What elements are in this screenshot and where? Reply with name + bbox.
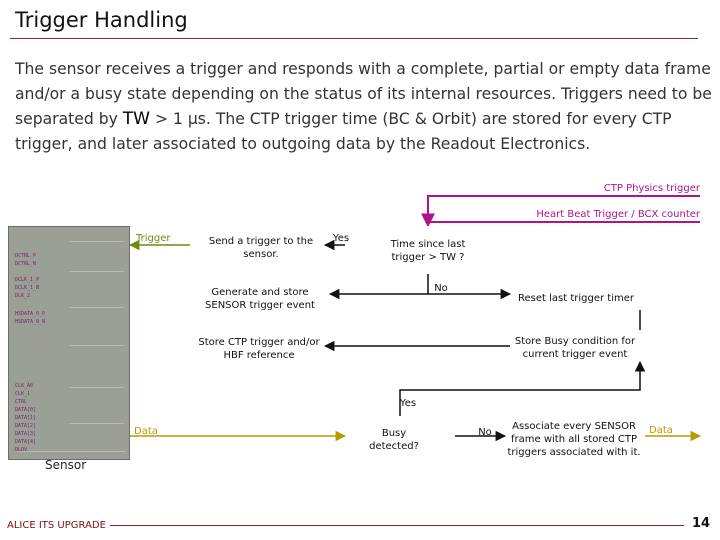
sensor-label: Sensor [45,458,87,472]
chip-trace [69,307,124,308]
chip-trace [69,345,124,346]
trigger-label: Trigger [136,233,171,244]
chip-pin: DATA[2] [15,423,37,429]
body-text-end: > 1 µs. The CTP trigger time (BC & Orbit… [15,110,672,153]
send-trigger-step: Send a trigger to the sensor. [208,236,314,260]
ctp-physics-label: CTP Physics trigger [603,183,700,194]
data-label-right: Data [649,425,673,436]
slide-title: Trigger Handling [15,8,188,32]
chip-pin: DATA[0] [15,407,37,413]
yes-busy-line [399,360,646,416]
store-ctp-step: Store CTP trigger and/or HBF reference [198,337,320,361]
chip-pin: DCTRL_P [15,253,37,259]
chip-pin: CTRL [15,399,28,405]
data-label-left: Data [134,426,158,437]
time-since-question: Time since last trigger > TW ? [390,239,466,263]
chip-trace [69,241,124,242]
chip-trace [17,451,125,452]
chip-pin: CLK_A0 [15,383,34,389]
sensor-chip-image: DCTRL_P DCTRL_N DCLK_1_P DCLK_1_N DLK_2 … [8,226,130,460]
chip-pin: DATA[3] [15,431,37,437]
chip-pin: HSDATA_0_N [15,319,46,325]
yes-label-bottom: Yes [399,398,417,409]
heartbeat-label: Heart Beat Trigger / BCX counter [536,209,700,220]
chip-pin: DATA[1] [15,415,37,421]
chip-pin: DCTRL_N [15,261,37,267]
title-rule [10,38,698,39]
generate-store-step: Generate and store SENSOR trigger event [205,287,315,311]
chip-pin: DLDV [15,447,28,453]
ctp-physics-arrow [421,195,700,228]
time-check-diamond [345,226,512,274]
no-label-top: No [434,283,448,294]
page-number: 14 [692,516,711,531]
body-text-tw: TW [122,109,150,129]
chip-trace [69,387,124,388]
no-label-bottom: No [478,427,492,438]
chip-pin: DATA[4] [15,439,37,445]
chip-pin: DCLK_1_P [15,277,40,283]
reset-timer-step: Reset last trigger timer [518,293,634,304]
decision-no-branch [328,274,429,300]
yes-label-top: Yes [332,233,350,244]
busy-diamond [345,416,455,456]
chip-trace [69,423,124,424]
body-paragraph: The sensor receives a trigger and respon… [15,57,715,157]
footer-rule [110,525,684,526]
chip-pin: DCLK_1_N [15,285,40,291]
body-text-start: The sensor receives a trigger and respon… [15,60,712,128]
associate-step: Associate every SENSOR frame with all st… [507,421,641,458]
busy-detected-question: Busy detected? [369,428,419,452]
footer-label: ALICE ITS UPGRADE [7,520,106,531]
store-busy-step: Store Busy condition for current trigger… [514,336,636,360]
chip-pin: CLK_1 [15,391,31,397]
chip-pin: DLK_2 [15,293,31,299]
chip-trace [69,271,124,272]
chip-pin: HSDATA_0_P [15,311,46,317]
